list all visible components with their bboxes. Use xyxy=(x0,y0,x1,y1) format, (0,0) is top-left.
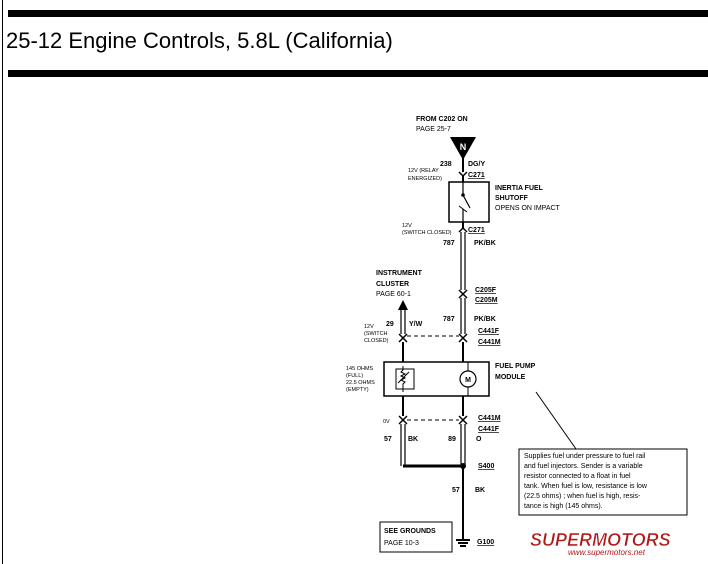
description-box xyxy=(518,448,688,516)
wire-57b-color: BK xyxy=(475,487,485,494)
connector-c271-top xyxy=(458,171,468,178)
note-line-4: tank. When fuel is low, resistance is lo… xyxy=(524,483,648,490)
connector-c205-lower xyxy=(458,292,468,299)
sender-box xyxy=(395,368,415,390)
wire-57a-num: 57 xyxy=(384,436,392,443)
see-grounds-2: PAGE 10-3 xyxy=(384,540,419,547)
c205f-label: C205F xyxy=(475,287,497,294)
instrument-title-2: CLUSTER xyxy=(376,281,409,288)
note-line-3: resistor connected to a float in fuel xyxy=(524,473,631,480)
ohms-text-4: (EMPTY) xyxy=(346,387,369,393)
page-title: 25-12 Engine Controls, 5.8L (California) xyxy=(6,28,393,53)
ohms-text-3: 22.5 OHMS xyxy=(346,380,375,386)
switch2-text-1: 12V xyxy=(364,324,374,330)
c441m-bottom-label: C441M xyxy=(478,415,501,422)
c441f-bottom-label: C441F xyxy=(478,426,500,433)
connector-c441-left-mid xyxy=(398,336,408,343)
inertia-title-2: SHUTOFF xyxy=(495,195,529,202)
note-line-5: (22.5 ohms) ; when fuel is high, resis- xyxy=(524,493,641,500)
wire-787b-num: 787 xyxy=(443,316,455,323)
wire-787a-color: PK/BK xyxy=(474,240,496,247)
from-label: FROM C202 ON xyxy=(416,116,468,123)
wire-238-num: 238 xyxy=(440,161,452,168)
motor-letter: M xyxy=(465,377,471,384)
callout-leader xyxy=(535,391,577,450)
c271-top-label: C271 xyxy=(468,172,485,179)
wire-787a-num: 787 xyxy=(443,240,455,247)
wire-89-num: 89 xyxy=(448,436,456,443)
fuel-pump-title-2: MODULE xyxy=(495,374,526,381)
wire-787b-color: PK/BK xyxy=(474,316,496,323)
g100-label: G100 xyxy=(477,539,494,546)
note-line-2: and fuel injectors. Sender is a variable xyxy=(524,463,643,470)
zero-volt-label: 0V xyxy=(383,419,390,425)
ohms-text-2: (FULL) xyxy=(346,373,363,379)
relay-text-2: ENERGIZED) xyxy=(408,176,442,182)
c271-bottom-label: C271 xyxy=(468,227,485,234)
watermark-url: www.supermotors.net xyxy=(568,548,646,557)
instrument-title-1: INSTRUMENT xyxy=(376,270,423,277)
switch2-text-2: (SWITCH xyxy=(364,331,388,337)
resistor-wiper xyxy=(397,371,410,384)
wire-57b-num: 57 xyxy=(452,487,460,494)
see-grounds-box xyxy=(379,521,453,553)
up-arrow-icon xyxy=(398,300,408,310)
fuel-pump-module-box xyxy=(383,361,490,397)
switch2-text-3: CLOSED) xyxy=(364,338,389,344)
watermark-logo: SUPERMOTORS xyxy=(530,530,671,550)
splice-letter: N xyxy=(460,142,467,152)
splice-triangle xyxy=(450,137,476,160)
c205m-label: C205M xyxy=(475,297,498,304)
inertia-desc: OPENS ON IMPACT xyxy=(495,205,561,212)
wire-57a-color: BK xyxy=(408,436,418,443)
wire-29-color: Y/W xyxy=(409,321,423,328)
connector-c441-left-bottom xyxy=(398,418,408,425)
relay-text-1: 12V (RELAY xyxy=(408,168,439,174)
note-line-6: tance is high (145 ohms). xyxy=(524,503,603,510)
top-rule xyxy=(8,10,708,17)
inertia-switch-box xyxy=(448,181,490,223)
resistor-icon xyxy=(399,366,407,392)
fuel-pump-title-1: FUEL PUMP xyxy=(495,363,536,370)
wire-238-color: DG/Y xyxy=(468,161,485,168)
from-page: PAGE 25-7 xyxy=(416,126,451,133)
left-border xyxy=(2,0,3,564)
switch-closed-2: (SWITCH CLOSED) xyxy=(402,230,452,236)
switch-closed-1: 12V xyxy=(402,223,412,229)
c441f-top-label: C441F xyxy=(478,328,500,335)
ohms-text-1: 145 OHMS xyxy=(346,366,374,372)
connector-c271-bottom xyxy=(458,226,468,233)
instrument-page: PAGE 60-1 xyxy=(376,291,411,298)
note-line-1: Supplies fuel under pressure to fuel rai… xyxy=(524,453,646,460)
title-rule xyxy=(8,70,708,77)
connector-c441-right-bottom xyxy=(458,418,468,425)
see-grounds-1: SEE GROUNDS xyxy=(384,528,436,535)
connector-c441-right-mid xyxy=(458,336,468,343)
wire-29-num: 29 xyxy=(386,321,394,328)
inertia-title-1: INERTIA FUEL xyxy=(495,185,544,192)
c441m-top-label: C441M xyxy=(478,339,501,346)
inertia-switch-arm xyxy=(462,194,471,209)
wire-89-color: O xyxy=(476,436,482,443)
s400-label: S400 xyxy=(478,463,494,470)
